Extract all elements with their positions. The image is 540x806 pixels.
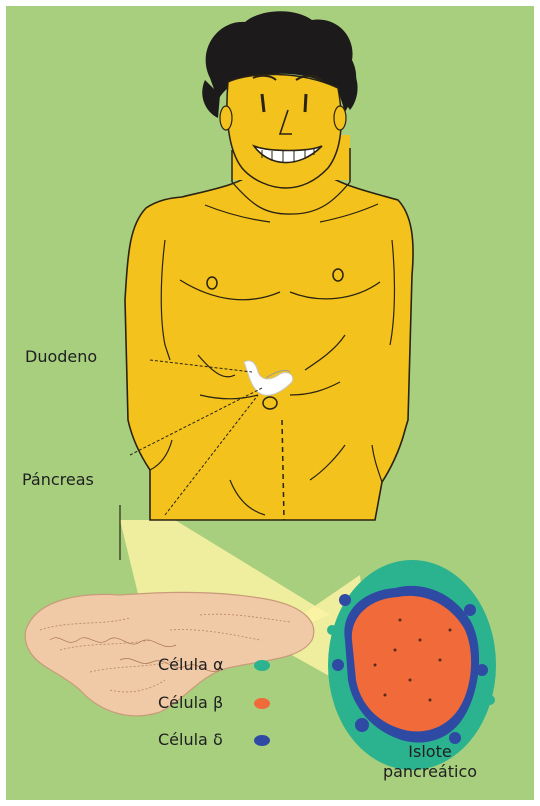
face xyxy=(227,74,341,188)
alpha-cell-swatch xyxy=(254,660,270,671)
right-eye xyxy=(305,94,306,112)
legend-label-alpha: Célula α xyxy=(158,655,223,674)
label-pancreas: Páncreas xyxy=(22,470,94,490)
legend-label-delta: Célula δ xyxy=(158,730,223,749)
pancreatic-islet xyxy=(327,560,496,770)
islet-label-line2: pancreático xyxy=(370,762,490,782)
label-islote-pancreatico: Islote pancreático xyxy=(370,742,490,782)
legend-item-beta-cell: Célula β xyxy=(158,693,223,713)
torso xyxy=(125,170,413,520)
left-eye xyxy=(262,94,264,112)
legend-item-alpha-cell: Célula α xyxy=(158,655,223,675)
islet-label-line1: Islote xyxy=(370,742,490,762)
delta-cell-swatch xyxy=(254,735,270,746)
beta-cell-swatch xyxy=(254,698,270,709)
legend-item-delta-cell: Célula δ xyxy=(158,730,223,750)
legend-label-beta: Célula β xyxy=(158,693,223,712)
label-duodeno: Duodeno xyxy=(25,347,97,367)
